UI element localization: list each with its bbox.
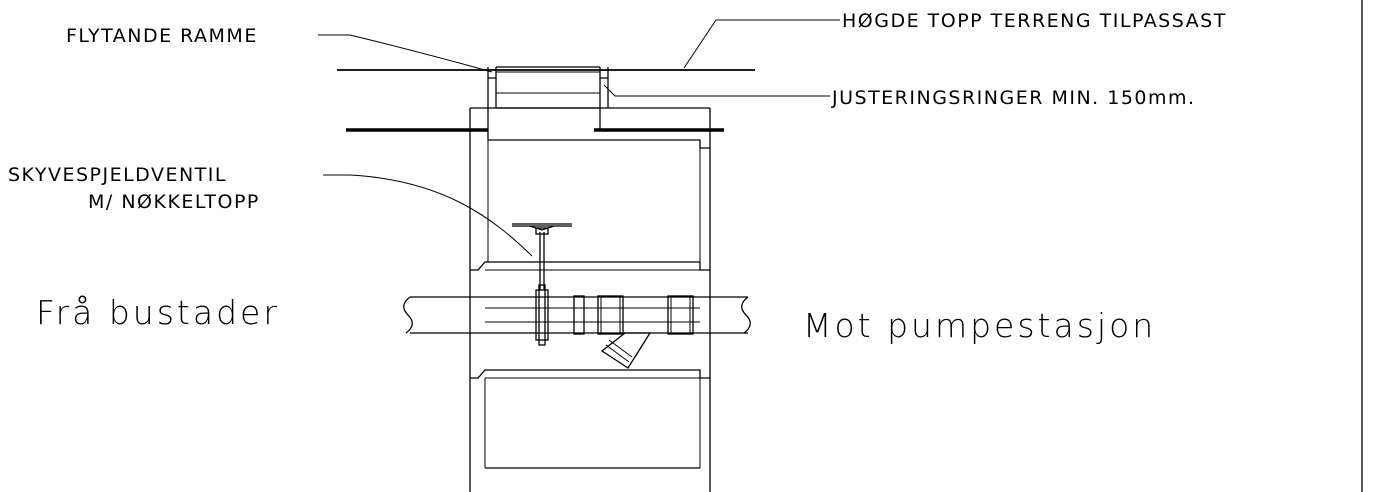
strainer-branch <box>600 332 652 369</box>
label-gate-valve-line2: M/ NØKKELTOPP <box>88 191 260 213</box>
leader-floating-frame <box>318 34 493 73</box>
floating-frame <box>487 66 609 79</box>
label-from-houses: Frå bustader <box>36 293 280 332</box>
pipe <box>403 296 751 334</box>
gate-valve <box>512 223 572 346</box>
leader-gate-valve <box>323 174 533 257</box>
label-terrain-height: HØGDE TOPP TERRENG TILPASSAST <box>842 10 1227 32</box>
label-to-pump-station: Mot pumpestasjon <box>803 306 1156 345</box>
label-gate-valve-line1: SKYVESPJELDVENTIL <box>8 164 227 186</box>
label-adjusting-rings: JUSTERINGSRINGER MIN. 150mm. <box>831 87 1196 109</box>
manhole-shaft <box>469 131 711 492</box>
label-floating-frame: FLYTANDE RAMME <box>66 25 258 47</box>
leader-terrain <box>683 19 840 69</box>
leader-adjusting-rings <box>603 84 830 97</box>
top-slab <box>346 107 724 132</box>
pipe-couplings <box>573 295 694 335</box>
adjusting-rings <box>487 78 609 109</box>
